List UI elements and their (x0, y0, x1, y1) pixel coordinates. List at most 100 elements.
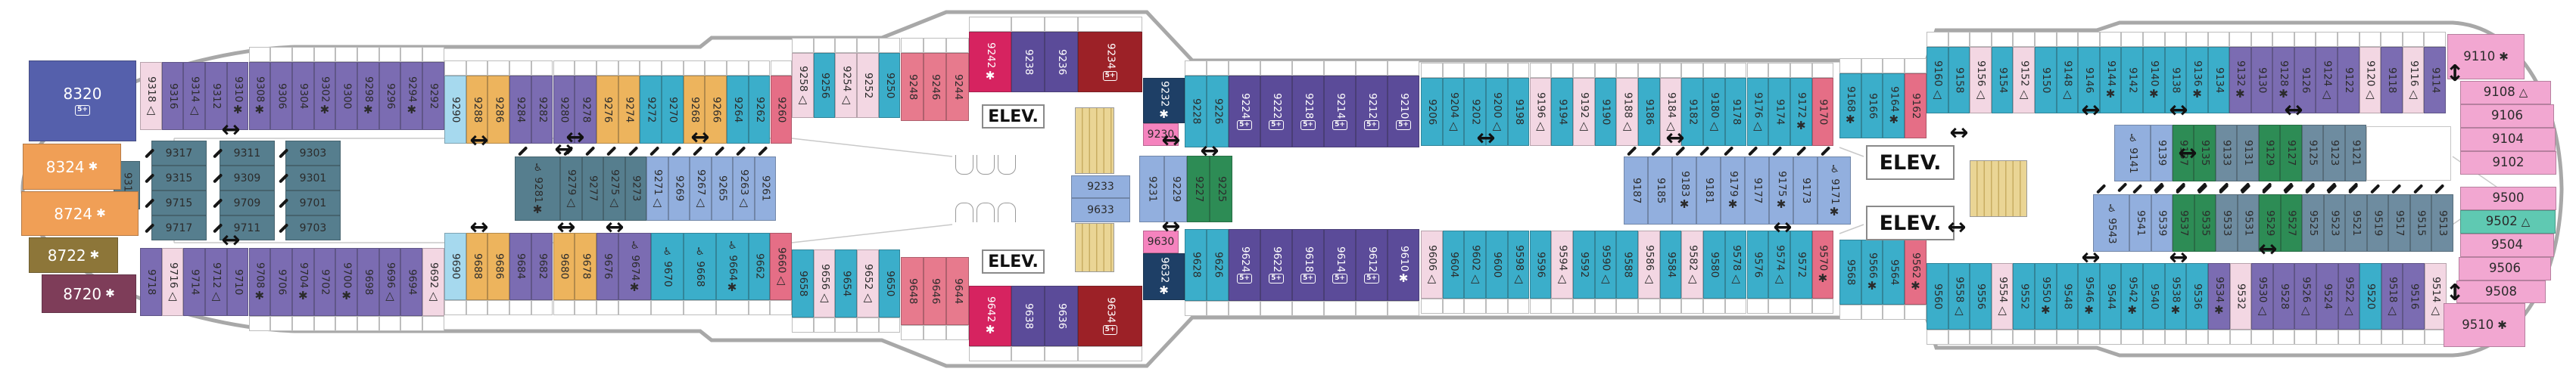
cabin-9529: 9529 (2259, 184, 2281, 252)
lifeboat-cell (1572, 63, 1595, 78)
cabin-9303: 9303 (278, 141, 341, 166)
lifeboat-cell (1839, 58, 1861, 73)
cabin-9225: 9225 (1210, 156, 1232, 222)
cabin-9204: 9204△ (1442, 78, 1465, 146)
star-icon: ✱ (1867, 278, 1877, 293)
star-icon: ✱ (363, 102, 373, 116)
five-plus-badge-icon: 5+ (1102, 70, 1118, 81)
tri-icon: △ (739, 195, 749, 209)
tri-icon: △ (696, 195, 706, 209)
five-plus-badge-icon: 5+ (75, 105, 90, 116)
lifeboat-cell (878, 38, 901, 53)
cabin-9180: 9180△ (1703, 78, 1725, 146)
lifeboat-cell (1927, 32, 1948, 47)
cabin-9200: 9200△ (1486, 78, 1508, 146)
star-icon: ✱ (2084, 302, 2094, 317)
stairs (1075, 223, 1114, 272)
lifeboat-cell (1011, 17, 1045, 32)
cabin-9704: 9704✱ (291, 248, 314, 316)
cabin-9539: 9539 (2151, 184, 2173, 252)
cabin-9274: 9274 (618, 76, 640, 144)
cabin-9532: 9532 (2229, 263, 2252, 330)
cabin-9184: 9184△ (1659, 78, 1682, 146)
lifeboat-cell (650, 300, 684, 315)
cabin-9710: 9710 (226, 248, 249, 316)
cabin-9206: 9206 (1421, 78, 1443, 146)
tri-icon: △ (1955, 302, 1964, 317)
tri-icon: △ (1731, 271, 1740, 285)
lifeboat-cell (2056, 32, 2079, 47)
lifeboat-cell (1551, 63, 1573, 78)
cabin-9680: 9680 (553, 233, 575, 300)
lifeboat-cell (2078, 32, 2100, 47)
lifeboat-cell (1388, 60, 1419, 76)
cabin-9146: 9146 (2078, 47, 2100, 113)
cabin-9188: 9188△ (1616, 78, 1638, 146)
cabin-9530: 9530△ (2251, 263, 2273, 330)
cabin-9124: 9124△ (2316, 47, 2338, 113)
lifeboat-cell (2099, 330, 2122, 345)
cabin-9265: 9265 (711, 146, 733, 221)
lifeboat-cell (466, 300, 488, 315)
star-icon: ✱ (1911, 278, 1920, 293)
lifeboat-cell (270, 316, 292, 331)
lifeboat-cell (1486, 299, 1508, 314)
tri-icon: △ (2300, 302, 2310, 317)
tri-icon: △ (428, 288, 438, 302)
cabin-9554: 9554△ (1991, 263, 2014, 330)
cabin-9192: 9192△ (1572, 78, 1595, 146)
tri-icon: △ (2019, 86, 2029, 101)
cabin-9110: 9110✱ (2447, 34, 2525, 79)
cabin-9230: 9230 (1143, 123, 1179, 146)
lifeboat-cell (313, 47, 336, 62)
cabin-9138: 9138 (2164, 47, 2187, 113)
lifeboat-cell (291, 47, 314, 62)
cabin-9270: 9270 (662, 76, 684, 144)
cabin-9526: 9526△ (2294, 263, 2316, 330)
cabin-9628: 9628 (1185, 229, 1207, 301)
five-plus-badge-icon: 5+ (1332, 274, 1347, 284)
tri-icon: △ (1514, 271, 1523, 285)
lifeboat-cell (969, 346, 1011, 361)
lifeboat-cell (1324, 301, 1356, 316)
star-icon: ✱ (88, 160, 98, 173)
star-icon: ✱ (232, 102, 243, 116)
cabin-9538: 9538✱ (2164, 263, 2187, 330)
lifeboat-cell (1789, 299, 1812, 314)
cabin-9636: 9636 (1045, 286, 1078, 346)
lifeboat-cell (1861, 58, 1883, 73)
elevator-box: ELEV. (1866, 145, 1955, 180)
cabin-9228: 9228 (1185, 76, 1207, 147)
cabin-9678: 9678 (575, 233, 596, 300)
lifeboat-cell (509, 60, 531, 76)
cabin-9670: ♿ 9670 (650, 233, 684, 300)
lifeboat-cell (1207, 60, 1229, 76)
cabin-9690: 9690 (444, 233, 466, 300)
cabin-9544: 9544 (2099, 263, 2122, 330)
double-arrow-icon: ↔ (2081, 244, 2101, 271)
star-icon: ✱ (2214, 302, 2224, 317)
lifeboat-cell (1746, 63, 1769, 78)
cabin-9280: 9280 (553, 76, 575, 144)
cabin-9714: 9714 (183, 248, 206, 316)
double-arrow-icon: ↔ (554, 136, 574, 163)
lifeboat-cell (770, 300, 792, 315)
tri-icon: △ (1687, 271, 1697, 285)
lifeboat-cell (378, 47, 401, 62)
lifeboat-cell (683, 300, 716, 315)
cabin-9552: 9552 (2013, 263, 2035, 330)
lifeboat-cell (1638, 299, 1660, 314)
cabin-9543: ♿ 9543 (2093, 184, 2129, 252)
cabin-9606: 9606△ (1421, 231, 1443, 299)
cabin-9127: 9127 (2280, 125, 2302, 192)
cabin-9309: 9309 (212, 166, 275, 191)
lifeboat-cell (2035, 32, 2057, 47)
cabin-9130: 9130 (2250, 47, 2273, 113)
cabin-9546: 9546✱ (2078, 263, 2100, 330)
double-arrow-icon: ↔ (1161, 213, 1181, 240)
star-icon: ✱ (2170, 302, 2181, 317)
cabin-9682: 9682 (531, 233, 553, 300)
cabin-9668: ♿ 9668 (683, 233, 716, 300)
lifeboat-cell (813, 318, 836, 333)
